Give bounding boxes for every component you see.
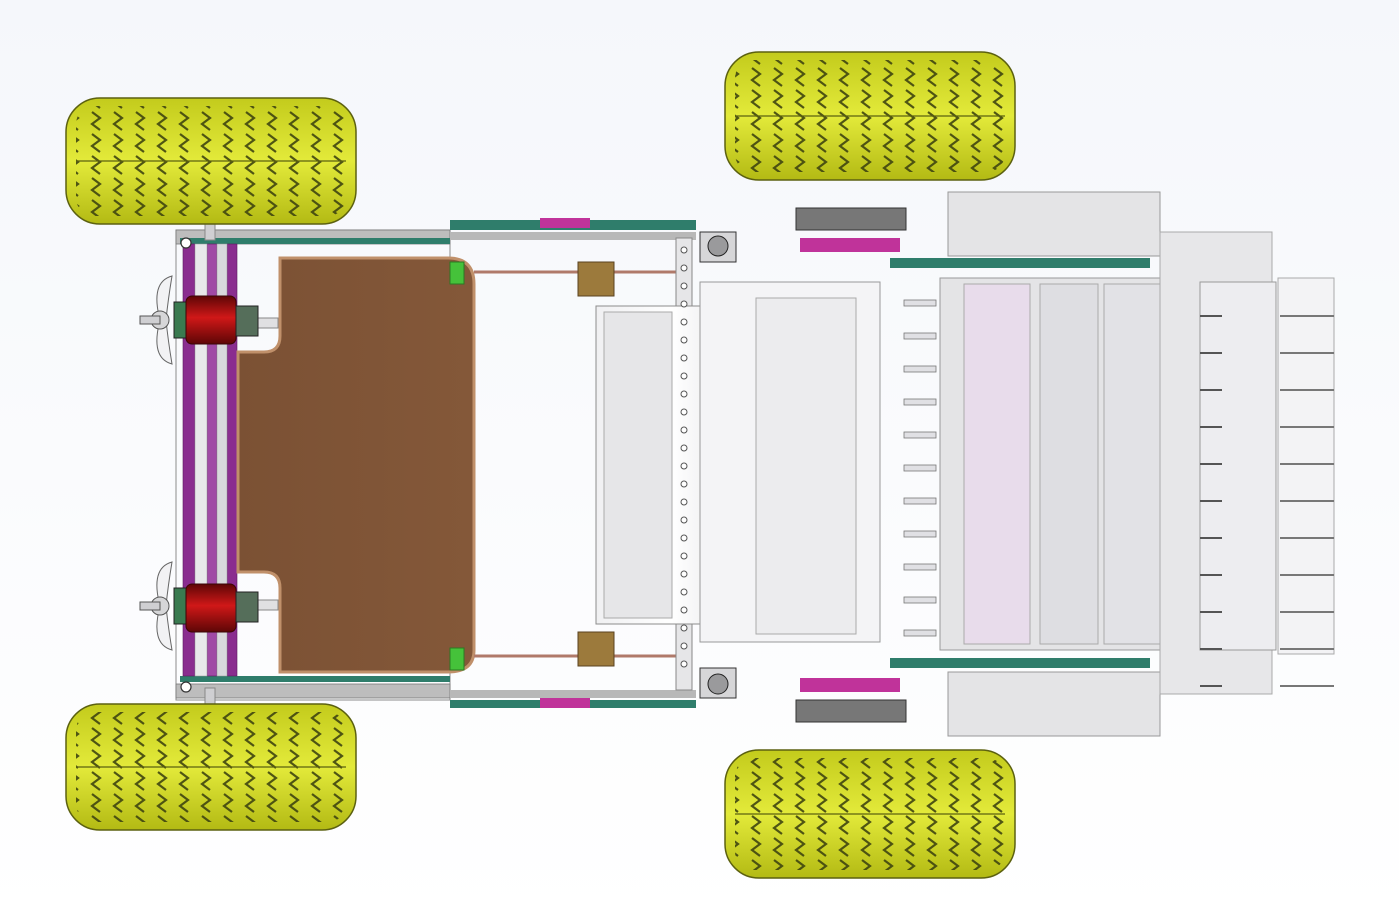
ladder-bars [903, 299, 937, 637]
rail-holes [680, 246, 688, 668]
rail-hole [680, 660, 688, 668]
rail-hole [680, 426, 688, 434]
rail-hole [680, 318, 688, 326]
rail-hole [680, 606, 688, 614]
ladder-bar [903, 629, 937, 637]
front-right-wheel [724, 749, 1016, 879]
ladder-bar [903, 398, 937, 406]
ladder-bar [903, 530, 937, 538]
rail-hole [680, 624, 688, 632]
rail-hole [680, 534, 688, 542]
ladder-bar [903, 497, 937, 505]
rail-hole [680, 642, 688, 650]
ladder-bar [903, 431, 937, 439]
rail-hole [680, 264, 688, 272]
rear-left-wheel [65, 97, 357, 225]
rear-right-wheel [65, 703, 357, 831]
rake-tines [1200, 315, 1334, 687]
rail-hole [680, 246, 688, 254]
ladder-bar [903, 365, 937, 373]
upper-gearbox [699, 207, 907, 263]
rail-hole [680, 444, 688, 452]
rear-chassis-frame [175, 229, 451, 701]
ladder-bar [903, 299, 937, 307]
rail-hole [680, 300, 688, 308]
upper-propeller [139, 275, 173, 365]
rail-hole [680, 480, 688, 488]
lower-propeller [139, 561, 173, 651]
rail-hole [680, 372, 688, 380]
rail-hole [680, 282, 688, 290]
upper-motor [173, 295, 279, 345]
storage-panel [236, 256, 476, 674]
rail-hole [680, 588, 688, 596]
rail-hole [680, 516, 688, 524]
lower-motor [173, 583, 279, 633]
rail-hole [680, 570, 688, 578]
rail-hole [680, 354, 688, 362]
lower-gearbox [699, 667, 907, 723]
ladder-bar [903, 563, 937, 571]
front-comb-rake [1199, 277, 1335, 655]
rail-hole [680, 462, 688, 470]
rail-hole [680, 390, 688, 398]
rail-hole [680, 408, 688, 416]
ladder-bar [903, 332, 937, 340]
rail-hole [680, 336, 688, 344]
collection-bin [890, 191, 1273, 737]
rail-hole [680, 552, 688, 560]
ladder-bar [903, 596, 937, 604]
conveyor-belt [595, 281, 881, 643]
rail-hole [680, 498, 688, 506]
front-left-wheel [724, 51, 1016, 181]
ladder-bar [903, 464, 937, 472]
